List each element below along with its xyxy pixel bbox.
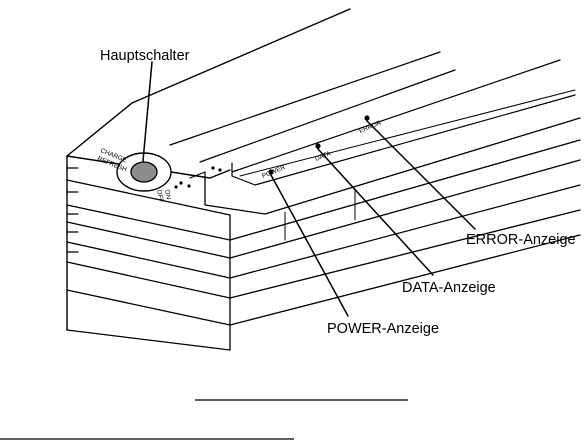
- power-indicator-callout: POWER-Anzeige: [327, 321, 439, 337]
- off-label: OFF: [155, 189, 165, 203]
- main-switch-callout: Hauptschalter: [100, 48, 190, 64]
- data-led: [315, 143, 320, 148]
- error-led: [364, 115, 369, 120]
- error-indicator-callout: ERROR-Anzeige: [466, 232, 576, 248]
- button-dots: [174, 166, 221, 188]
- data-indicator-callout: DATA-Anzeige: [402, 280, 496, 296]
